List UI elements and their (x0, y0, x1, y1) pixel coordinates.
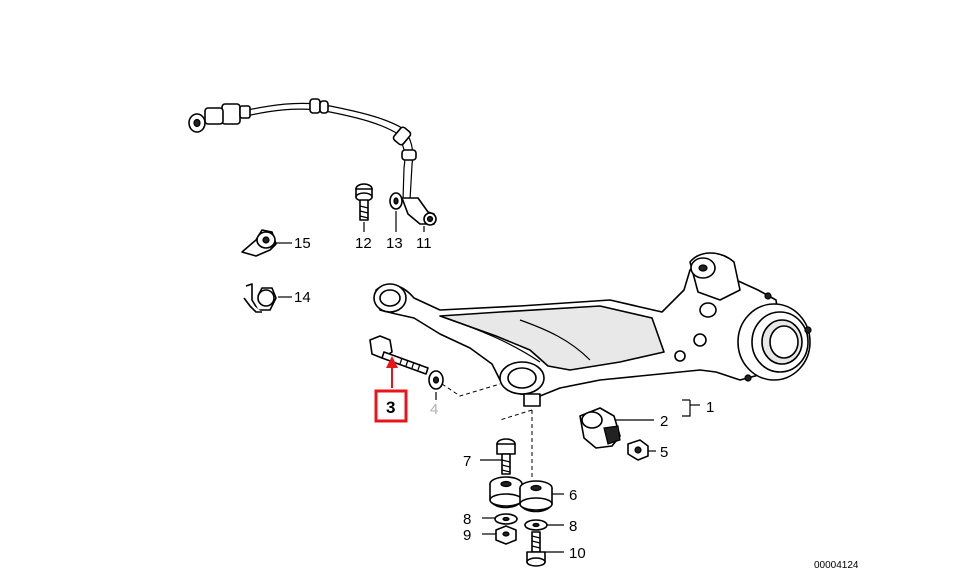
label-1: 1 (706, 399, 714, 416)
label-2: 2 (660, 413, 668, 430)
washer-8-right[interactable] (524, 519, 564, 531)
bushing-6-left[interactable] (489, 476, 523, 509)
label-11: 11 (416, 235, 432, 252)
callout-3[interactable] (374, 356, 408, 423)
drawing-code: 00004124 (814, 560, 859, 571)
trailing-arm[interactable] (373, 252, 812, 397)
bushing-6-right[interactable] (519, 480, 553, 513)
clip-14[interactable] (243, 283, 292, 313)
bolt-3[interactable] (369, 335, 429, 375)
screw-12[interactable] (355, 183, 373, 232)
label-10: 10 (569, 545, 586, 562)
rubber-mount-2[interactable] (579, 407, 621, 449)
label-15: 15 (294, 235, 311, 252)
bolt-7[interactable] (480, 438, 516, 475)
label-8-right: 8 (569, 518, 577, 535)
label-5: 5 (660, 444, 668, 461)
nut-5[interactable] (627, 439, 656, 461)
nut-9[interactable] (482, 525, 517, 545)
label-3[interactable]: 3 (386, 398, 395, 417)
washer-8-left[interactable] (482, 513, 518, 525)
bolt-10[interactable] (526, 531, 564, 567)
label-8-left: 8 (463, 511, 471, 528)
label-4: 4 (430, 401, 438, 418)
arm-stud (499, 393, 541, 480)
label-12: 12 (355, 235, 372, 252)
label-6: 6 (569, 487, 577, 504)
washer-4[interactable] (428, 370, 444, 400)
label-14: 14 (294, 289, 311, 306)
label-7: 7 (463, 453, 471, 470)
label-13: 13 (386, 235, 403, 252)
clip-15[interactable] (241, 229, 292, 257)
sensor-cable[interactable] (188, 98, 437, 226)
label-9: 9 (463, 527, 471, 544)
washer-13[interactable] (389, 192, 403, 232)
